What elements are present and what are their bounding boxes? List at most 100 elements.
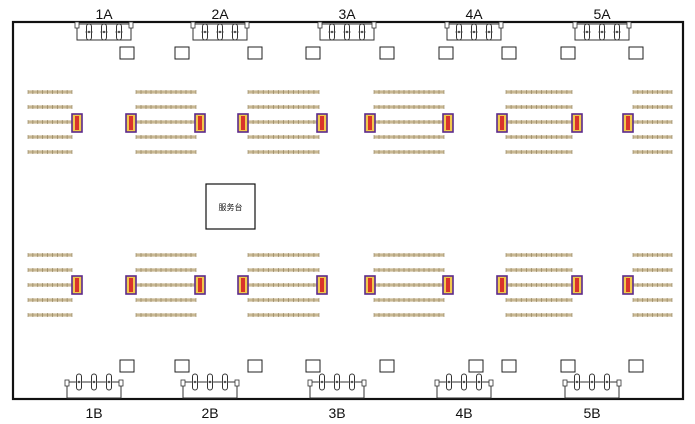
info-kiosk xyxy=(628,359,644,373)
info-kiosk xyxy=(119,46,135,60)
seat-row xyxy=(505,150,573,154)
display-board xyxy=(125,275,137,295)
seat-row xyxy=(247,268,320,272)
info-kiosk-group xyxy=(119,46,644,373)
seat-row xyxy=(135,90,197,94)
seat-row xyxy=(27,298,73,302)
seating-group xyxy=(27,90,673,317)
info-kiosk xyxy=(468,359,484,373)
display-board xyxy=(71,275,83,295)
service-desk: 服务台 xyxy=(205,183,256,230)
seat-row xyxy=(632,120,673,124)
gate-label-top: 3A xyxy=(338,6,356,22)
gate-turnstile-top xyxy=(444,21,504,41)
info-kiosk xyxy=(438,46,454,60)
seat-row xyxy=(505,90,573,94)
display-board xyxy=(316,113,328,133)
seat-row xyxy=(505,253,573,257)
seat-row xyxy=(247,150,320,154)
seat-row xyxy=(373,120,445,124)
seat-row xyxy=(27,135,73,139)
seat-row xyxy=(247,298,320,302)
info-kiosk xyxy=(560,359,576,373)
seat-row xyxy=(373,105,445,109)
seat-row xyxy=(135,120,197,124)
seat-row xyxy=(373,313,445,317)
display-board xyxy=(71,113,83,133)
gate-turnstile-bottom xyxy=(64,373,124,399)
seat-row xyxy=(632,105,673,109)
seat-row xyxy=(247,283,320,287)
info-kiosk xyxy=(501,359,517,373)
display-board xyxy=(194,275,206,295)
seat-row xyxy=(135,298,197,302)
display-board xyxy=(571,275,583,295)
display-board xyxy=(622,275,634,295)
info-kiosk xyxy=(305,46,321,60)
seat-row xyxy=(247,90,320,94)
seat-row xyxy=(505,268,573,272)
seat-row xyxy=(135,105,197,109)
gate-turnstile-bottom xyxy=(180,373,240,399)
display-board xyxy=(364,113,376,133)
seat-row xyxy=(247,120,320,124)
gate-turnstile-bottom xyxy=(307,373,367,399)
seat-row xyxy=(373,298,445,302)
seat-row xyxy=(505,105,573,109)
seat-row xyxy=(135,253,197,257)
display-board xyxy=(237,275,249,295)
display-board xyxy=(194,113,206,133)
seat-row xyxy=(135,313,197,317)
seat-row xyxy=(247,105,320,109)
display-board xyxy=(496,113,508,133)
seat-row xyxy=(27,313,73,317)
gate-label-top: 5A xyxy=(593,6,611,22)
info-kiosk xyxy=(174,359,190,373)
gate-group xyxy=(64,21,632,399)
info-kiosk xyxy=(560,46,576,60)
gate-label-bottom: 1B xyxy=(85,405,102,421)
display-board xyxy=(364,275,376,295)
seat-row xyxy=(27,283,73,287)
seat-row xyxy=(135,150,197,154)
seat-row xyxy=(27,90,73,94)
gate-turnstile-bottom xyxy=(434,373,494,399)
info-kiosk xyxy=(501,46,517,60)
gate-label-top: 2A xyxy=(211,6,229,22)
seat-row xyxy=(27,268,73,272)
display-board xyxy=(442,113,454,133)
seat-row xyxy=(373,135,445,139)
gate-turnstile-top xyxy=(317,21,377,41)
info-kiosk xyxy=(379,359,395,373)
gate-label-bottom: 2B xyxy=(201,405,218,421)
seat-row xyxy=(135,268,197,272)
seat-row xyxy=(373,268,445,272)
display-group xyxy=(71,113,634,295)
info-kiosk xyxy=(247,46,263,60)
seat-row xyxy=(505,313,573,317)
seat-row xyxy=(632,268,673,272)
display-board xyxy=(316,275,328,295)
seat-row xyxy=(27,150,73,154)
seat-row xyxy=(27,120,73,124)
hall-outline xyxy=(11,20,685,401)
seat-row xyxy=(632,298,673,302)
info-kiosk xyxy=(174,46,190,60)
gate-turnstile-top xyxy=(74,21,134,41)
seat-row xyxy=(247,253,320,257)
seat-row xyxy=(373,283,445,287)
seat-row xyxy=(505,135,573,139)
seat-row xyxy=(135,283,197,287)
info-kiosk xyxy=(119,359,135,373)
seat-row xyxy=(27,253,73,257)
info-kiosk xyxy=(628,46,644,60)
seat-row xyxy=(505,120,573,124)
seat-row xyxy=(373,253,445,257)
seat-row xyxy=(632,90,673,94)
display-board xyxy=(125,113,137,133)
seat-row xyxy=(373,90,445,94)
seat-row xyxy=(373,150,445,154)
display-board xyxy=(237,113,249,133)
